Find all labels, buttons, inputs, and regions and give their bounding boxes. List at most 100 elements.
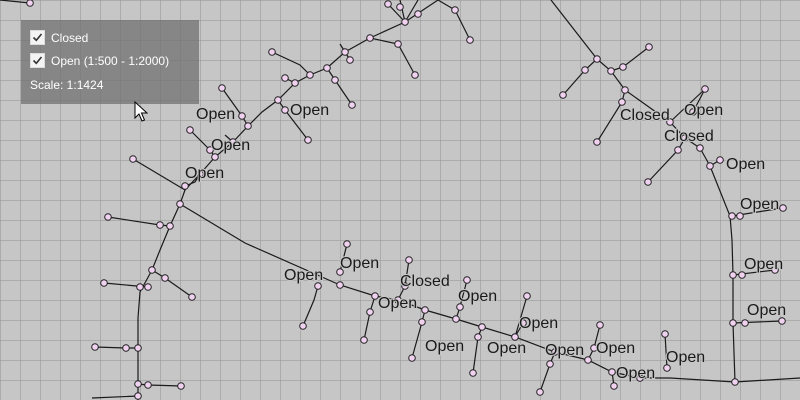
- network-node[interactable]: [469, 369, 477, 377]
- network-node[interactable]: [666, 118, 674, 126]
- network-node[interactable]: [134, 344, 142, 352]
- network-node[interactable]: [421, 306, 429, 314]
- network-node[interactable]: [343, 240, 351, 248]
- filter-open-toggle[interactable]: Open (1:500 - 1:2000): [30, 53, 169, 68]
- network-node[interactable]: [618, 98, 626, 106]
- network-node[interactable]: [559, 91, 567, 99]
- network-node[interactable]: [401, 282, 409, 290]
- network-node[interactable]: [306, 71, 314, 79]
- network-node[interactable]: [299, 322, 307, 330]
- network-node[interactable]: [274, 96, 282, 104]
- network-node[interactable]: [778, 317, 786, 325]
- network-node[interactable]: [596, 321, 604, 329]
- network-node[interactable]: [551, 348, 559, 356]
- network-node[interactable]: [206, 146, 214, 154]
- network-node[interactable]: [645, 43, 653, 51]
- network-node[interactable]: [466, 36, 474, 44]
- network-node[interactable]: [607, 67, 615, 75]
- network-node[interactable]: [166, 222, 174, 230]
- network-node[interactable]: [418, 318, 426, 326]
- network-node[interactable]: [91, 343, 99, 351]
- network-node[interactable]: [408, 354, 416, 362]
- network-node[interactable]: [696, 144, 704, 152]
- network-node[interactable]: [619, 63, 627, 71]
- network-node[interactable]: [186, 126, 194, 134]
- network-node[interactable]: [474, 333, 482, 341]
- network-node[interactable]: [716, 156, 724, 164]
- network-node[interactable]: [663, 364, 671, 372]
- network-node[interactable]: [229, 138, 237, 146]
- network-node[interactable]: [176, 200, 184, 208]
- network-node[interactable]: [336, 268, 344, 276]
- network-node[interactable]: [779, 204, 787, 212]
- network-node[interactable]: [396, 3, 404, 11]
- network-node[interactable]: [536, 388, 544, 396]
- network-node[interactable]: [196, 170, 204, 178]
- network-node[interactable]: [244, 122, 252, 130]
- network-node[interactable]: [177, 382, 185, 390]
- network-node[interactable]: [268, 48, 276, 56]
- network-node[interactable]: [281, 74, 289, 82]
- network-node[interactable]: [523, 292, 531, 300]
- network-node[interactable]: [463, 276, 471, 284]
- network-node[interactable]: [593, 138, 601, 146]
- network-node[interactable]: [411, 71, 419, 79]
- network-node[interactable]: [346, 56, 354, 64]
- network-node[interactable]: [644, 178, 652, 186]
- network-node[interactable]: [181, 182, 189, 190]
- network-node[interactable]: [161, 274, 169, 282]
- network-node[interactable]: [371, 292, 379, 300]
- network-node[interactable]: [729, 319, 737, 327]
- network-node[interactable]: [144, 283, 152, 291]
- network-node[interactable]: [581, 66, 589, 74]
- network-node[interactable]: [304, 136, 312, 144]
- network-node[interactable]: [314, 282, 322, 290]
- network-node[interactable]: [238, 112, 246, 120]
- network-node[interactable]: [741, 319, 749, 327]
- network-node[interactable]: [452, 315, 460, 323]
- network-node[interactable]: [136, 283, 144, 291]
- network-node[interactable]: [584, 356, 592, 364]
- network-node[interactable]: [218, 84, 226, 92]
- network-node[interactable]: [336, 281, 344, 289]
- network-node[interactable]: [636, 374, 644, 382]
- network-node[interactable]: [661, 330, 669, 338]
- closed-checkbox[interactable]: [30, 30, 45, 45]
- network-node[interactable]: [701, 85, 709, 93]
- network-node[interactable]: [674, 146, 682, 154]
- network-node[interactable]: [156, 221, 164, 229]
- network-node[interactable]: [366, 308, 374, 316]
- network-node[interactable]: [519, 319, 527, 327]
- network-node[interactable]: [366, 34, 374, 42]
- network-node[interactable]: [104, 213, 112, 221]
- network-node[interactable]: [341, 48, 349, 56]
- network-node[interactable]: [360, 336, 368, 344]
- network-node[interactable]: [405, 256, 413, 264]
- network-node[interactable]: [401, 18, 409, 26]
- network-node[interactable]: [478, 323, 486, 331]
- network-node[interactable]: [323, 64, 331, 72]
- network-node[interactable]: [348, 101, 356, 109]
- network-node[interactable]: [129, 155, 137, 163]
- network-node[interactable]: [100, 279, 108, 287]
- network-node[interactable]: [590, 344, 598, 352]
- network-node[interactable]: [331, 76, 339, 84]
- network-node[interactable]: [384, 0, 392, 8]
- network-node[interactable]: [731, 378, 739, 386]
- network-node[interactable]: [148, 266, 156, 274]
- network-node[interactable]: [546, 360, 554, 368]
- network-node[interactable]: [122, 344, 130, 352]
- network-node[interactable]: [706, 162, 714, 170]
- filter-closed-toggle[interactable]: Closed: [30, 30, 88, 45]
- network-node[interactable]: [281, 106, 289, 114]
- network-node[interactable]: [608, 368, 616, 376]
- network-node[interactable]: [394, 296, 402, 304]
- network-node[interactable]: [211, 153, 219, 161]
- network-node[interactable]: [738, 271, 746, 279]
- network-node[interactable]: [414, 10, 422, 18]
- network-node[interactable]: [134, 392, 142, 400]
- network-node[interactable]: [681, 134, 689, 142]
- network-node[interactable]: [736, 212, 744, 220]
- network-node[interactable]: [144, 381, 152, 389]
